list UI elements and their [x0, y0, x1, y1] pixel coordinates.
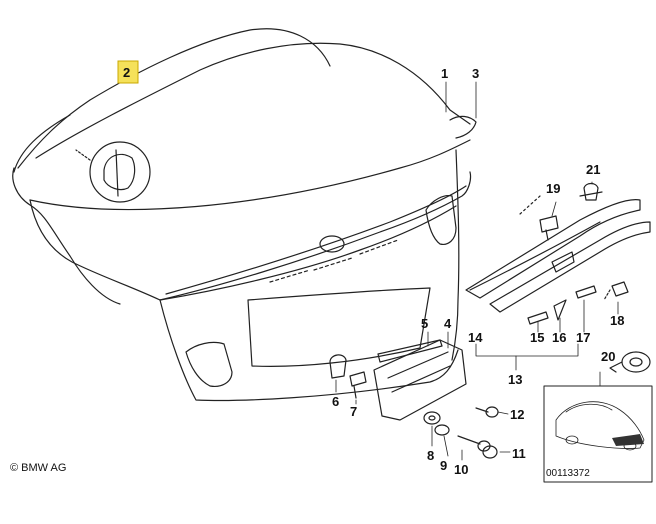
part-label-5[interactable]: 5 — [421, 316, 428, 331]
washer-8 — [423, 411, 441, 425]
clip-18 — [603, 281, 629, 301]
part-label-6[interactable]: 6 — [332, 394, 339, 409]
part-label-19[interactable]: 19 — [546, 181, 560, 196]
screw-10 — [457, 435, 491, 452]
tape-roll-20 — [609, 351, 651, 373]
screw-12 — [475, 406, 499, 418]
fastener-7 — [349, 371, 367, 399]
highlight-box — [117, 60, 139, 84]
part-label-13[interactable]: 13 — [508, 372, 522, 387]
clips-15-17 — [527, 285, 597, 325]
copyright-text: © BMW AG — [10, 462, 67, 474]
spoiler-lip — [159, 115, 477, 301]
handle-strip — [465, 195, 651, 313]
part-label-4[interactable]: 4 — [444, 316, 452, 331]
part-label-12[interactable]: 12 — [510, 407, 524, 422]
part-label-3[interactable]: 3 — [472, 66, 479, 81]
clip-19 — [539, 215, 559, 241]
part-label-7[interactable]: 7 — [350, 404, 357, 419]
part-label-8[interactable]: 8 — [427, 448, 434, 463]
part-label-9[interactable]: 9 — [440, 458, 447, 473]
part-label-15[interactable]: 15 — [530, 330, 544, 345]
part-label-11[interactable]: 11 — [512, 446, 526, 461]
part-label-1[interactable]: 1 — [441, 66, 448, 81]
part-labels: 1 2 3 4 5 6 7 8 9 10 11 12 13 14 15 16 1… — [123, 65, 624, 477]
inset-car-box — [543, 371, 653, 483]
lock-detail — [75, 141, 151, 203]
part-label-20[interactable]: 20 — [601, 349, 615, 364]
part-label-2[interactable]: 2 — [123, 65, 130, 80]
plate-bracket — [373, 339, 467, 421]
part-label-10[interactable]: 10 — [454, 462, 468, 477]
image-id: 00113372 — [546, 468, 590, 479]
part-label-18[interactable]: 18 — [610, 313, 624, 328]
leader-lines — [335, 81, 619, 461]
trunk-seal — [12, 28, 331, 305]
nut-11 — [482, 445, 498, 459]
part-label-16[interactable]: 16 — [552, 330, 566, 345]
trunk-lid — [29, 42, 471, 402]
fastener-6 — [329, 354, 347, 379]
part-label-17[interactable]: 17 — [576, 330, 590, 345]
clip-21 — [579, 182, 603, 201]
washer-9 — [434, 424, 450, 436]
part-label-14[interactable]: 14 — [468, 330, 483, 345]
part-label-21[interactable]: 21 — [586, 162, 600, 177]
